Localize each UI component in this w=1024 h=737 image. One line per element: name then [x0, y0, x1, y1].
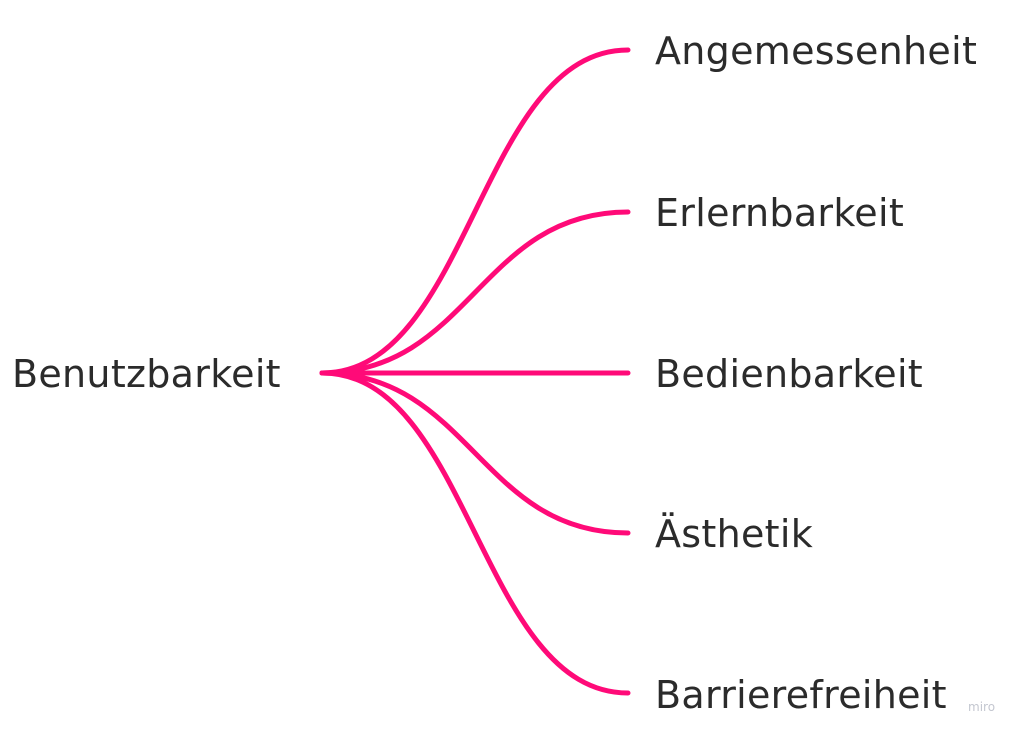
link-aesthetik — [319, 370, 631, 536]
link-angemessenheit — [319, 47, 631, 376]
child-node[interactable]: Erlernbarkeit — [655, 191, 905, 235]
root-node[interactable]: Benutzbarkeit — [12, 352, 281, 396]
child-node[interactable]: Barrierefreiheit — [655, 673, 947, 717]
child-node[interactable]: Ästhetik — [655, 512, 814, 556]
link-erlernbarkeit — [319, 209, 631, 376]
child-node[interactable]: Bedienbarkeit — [655, 352, 924, 396]
miro-watermark: miro — [968, 700, 996, 714]
child-node[interactable]: Angemessenheit — [655, 29, 978, 73]
link-barrierefreiheit — [319, 370, 631, 696]
